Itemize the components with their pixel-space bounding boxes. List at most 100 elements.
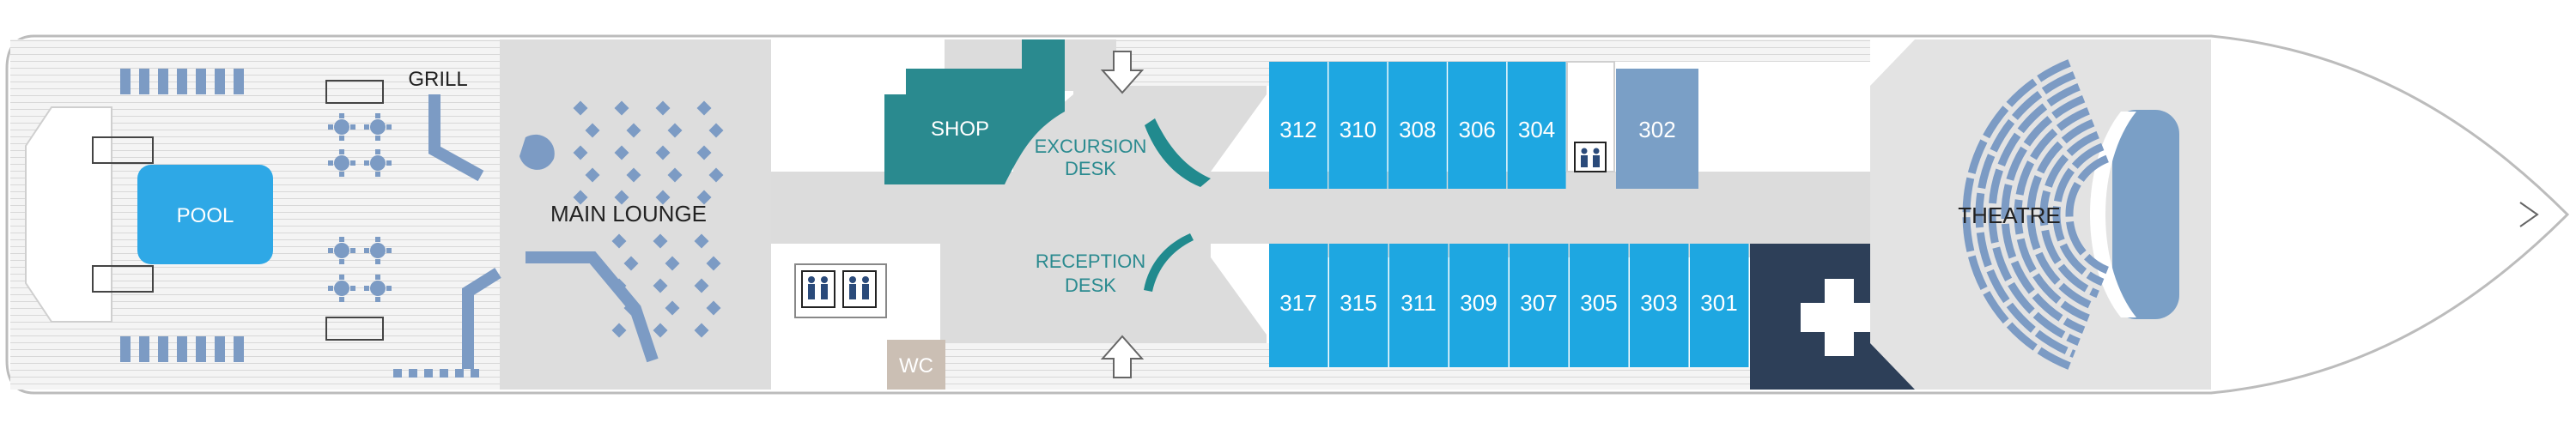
bar-counter	[526, 251, 659, 363]
chair	[328, 248, 333, 253]
sun-lounger	[215, 69, 225, 94]
walkway-bottom	[910, 343, 1271, 390]
aft-stairs	[92, 80, 384, 341]
chair	[375, 275, 380, 280]
lounge-seat	[614, 190, 629, 205]
chair	[364, 160, 369, 166]
cabin-308[interactable]	[1388, 62, 1447, 189]
main-lounge-label: MAIN LOUNGE	[550, 201, 707, 227]
chair	[386, 160, 392, 166]
theatre-seat-row	[2014, 106, 2090, 323]
table	[370, 281, 386, 296]
lounge-seat	[585, 167, 600, 183]
lounge-seat	[626, 123, 641, 138]
lounge-seat	[614, 145, 629, 160]
cabin-311[interactable]	[1389, 244, 1449, 367]
main-lounge-area	[500, 39, 771, 390]
cabin-310[interactable]	[1328, 62, 1388, 189]
lounge-seat	[623, 300, 639, 316]
chair	[364, 248, 369, 253]
aft-bar-counter	[462, 268, 501, 369]
theatre-seat-row	[2001, 94, 2086, 335]
lounge-seat	[653, 233, 668, 249]
cabin-302-label: 302	[1638, 117, 1675, 142]
pool-label: POOL	[177, 204, 234, 227]
lounge-seat	[626, 167, 641, 183]
lounge-seat	[611, 233, 627, 249]
cabin-312-label: 312	[1279, 117, 1316, 142]
cabin-307-label: 307	[1520, 290, 1557, 316]
chair	[339, 275, 344, 280]
cabin-309[interactable]	[1449, 244, 1509, 367]
lounge-seat	[706, 300, 721, 316]
cabin-310-label: 310	[1340, 117, 1376, 142]
deck-chair	[471, 369, 479, 378]
lounge-seat	[694, 233, 709, 249]
chair	[339, 297, 344, 302]
sun-lounger	[158, 336, 168, 362]
theatre-seat-row	[1988, 83, 2081, 346]
cabin-306[interactable]	[1448, 62, 1507, 189]
lounge-seat	[623, 256, 639, 271]
pool[interactable]	[137, 165, 273, 264]
cabin-301[interactable]	[1690, 244, 1749, 367]
sun-lounger	[120, 69, 131, 94]
reception-desk-label-1: RECEPTION	[1036, 251, 1145, 272]
excursion-desk-label-1: EXCURSION	[1035, 136, 1147, 157]
lounge-seat	[665, 256, 680, 271]
cabin-304[interactable]	[1507, 62, 1566, 189]
chair	[375, 136, 380, 141]
lounge-seat	[696, 145, 712, 160]
cabin-307[interactable]	[1510, 244, 1569, 367]
lounge-seat	[573, 145, 588, 160]
cabin-315[interactable]	[1329, 244, 1388, 367]
lounge-seat	[614, 100, 629, 116]
chair	[375, 237, 380, 242]
chair	[386, 286, 392, 291]
chair	[350, 248, 355, 253]
theatre-stage	[2112, 110, 2179, 319]
lounge-seat	[694, 278, 709, 293]
chair	[339, 149, 344, 154]
chair	[339, 237, 344, 242]
lounge-seat	[667, 167, 683, 183]
cabin-312[interactable]	[1269, 62, 1327, 189]
deck-chair	[424, 369, 433, 378]
chair	[328, 160, 333, 166]
lounge-seat	[667, 123, 683, 138]
lounge-seat	[708, 167, 724, 183]
table	[334, 119, 349, 135]
cabin-317-label: 317	[1279, 290, 1316, 316]
cabin-303[interactable]	[1630, 244, 1689, 367]
cabin-302[interactable]	[1616, 69, 1698, 189]
table	[370, 119, 386, 135]
sun-lounger	[120, 336, 131, 362]
bow-pointer-icon	[2519, 202, 2539, 227]
medical-cross-icon	[1801, 279, 1878, 356]
lounge-seat	[694, 323, 709, 338]
chair	[375, 297, 380, 302]
table	[334, 243, 349, 258]
chair	[339, 113, 344, 118]
chair	[375, 113, 380, 118]
cabin-301-label: 301	[1700, 290, 1737, 316]
walkway-top	[1116, 39, 1271, 86]
lounge-seat	[573, 100, 588, 116]
lounge-seat	[655, 190, 671, 205]
cabin-305[interactable]	[1570, 244, 1629, 367]
theatre-label: THEATRE	[1958, 202, 2060, 228]
chair	[339, 172, 344, 177]
theatre-seat-row	[2039, 130, 2099, 299]
chair	[375, 172, 380, 177]
lounge-seat	[665, 300, 680, 316]
cabin-317[interactable]	[1269, 244, 1328, 367]
theatre-seat-row	[2026, 118, 2095, 311]
chair	[328, 286, 333, 291]
sun-lounger	[139, 69, 149, 94]
table	[334, 155, 349, 171]
arrow-up-icon	[1100, 335, 1145, 378]
chair	[328, 124, 333, 130]
sun-lounger	[234, 336, 244, 362]
